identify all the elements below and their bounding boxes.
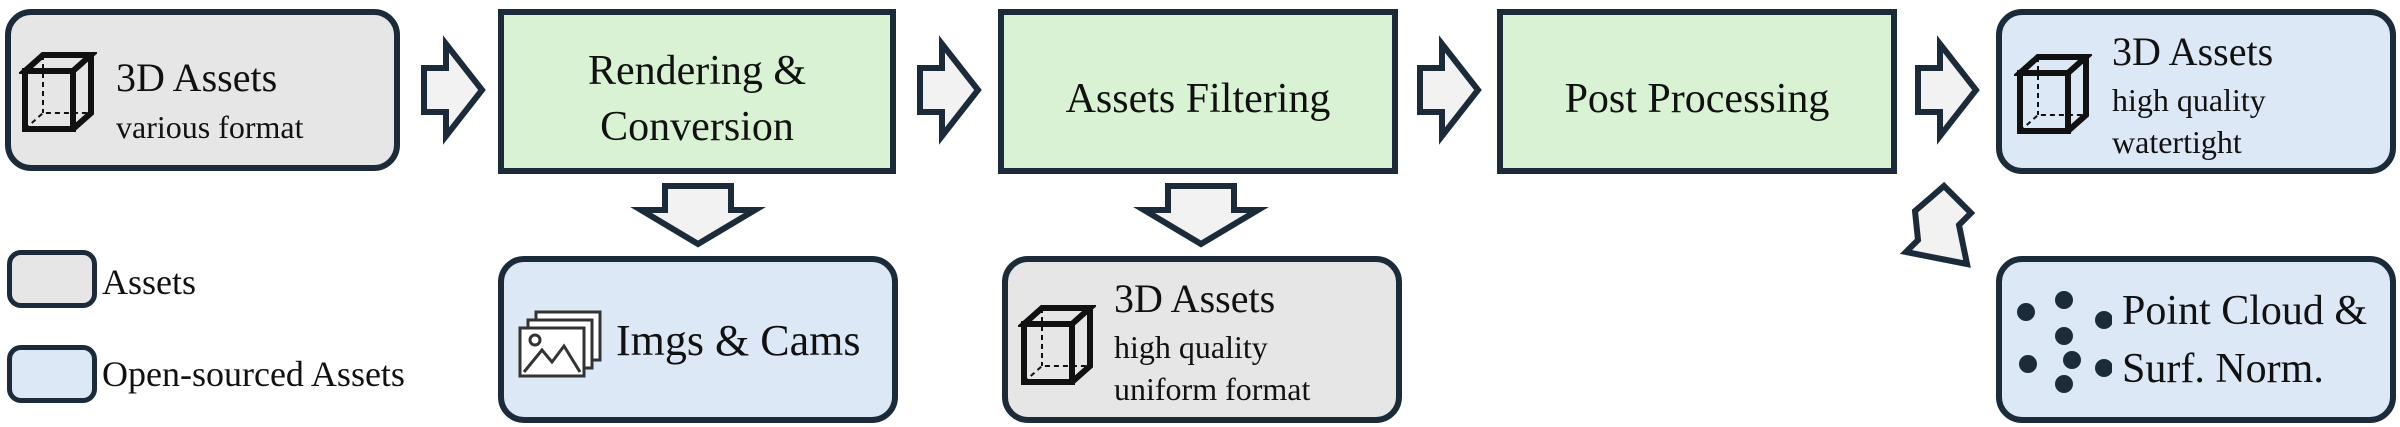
input-assets-box: 3D Assets various format [5, 9, 400, 171]
cube-icon [19, 52, 97, 132]
legend-assets-swatch [7, 250, 97, 308]
output-assets-subtitle-1: high quality [2112, 82, 2266, 118]
arrow-down-icon [630, 183, 766, 248]
point-cloud-box: Point Cloud & Surf. Norm. [1996, 256, 2396, 423]
arrow-right-icon [1915, 35, 1980, 145]
rendering-line2: Conversion [600, 104, 794, 150]
input-assets-subtitle: various format [116, 109, 304, 145]
assets-filtering-box: Assets Filtering [998, 9, 1398, 174]
arrow-right-icon [421, 35, 486, 145]
point-cloud-icon [2017, 291, 2112, 393]
filtered-assets-subtitle-1: high quality [1114, 329, 1268, 365]
output-assets-box: 3D Assets high quality watertight [1996, 9, 2396, 174]
filtered-assets-box: 3D Assets high quality uniform format [1002, 256, 1402, 423]
point-cloud-line2: Surf. Norm. [2122, 346, 2324, 392]
imgs-cams-box: Imgs & Cams [498, 256, 898, 423]
cube-icon [2014, 54, 2092, 134]
rendering-conversion-box: Rendering & Conversion [498, 9, 896, 174]
filtered-assets-subtitle-2: uniform format [1114, 371, 1311, 407]
images-icon [518, 310, 602, 378]
filtered-assets-title: 3D Assets [1114, 276, 1276, 321]
legend-assets-label: Assets [102, 262, 197, 302]
point-cloud-line1: Point Cloud & [2122, 288, 2368, 334]
rendering-line1: Rendering & [587, 48, 807, 94]
arrow-diagonal-icon [1899, 181, 1976, 268]
arrow-right-icon [1417, 35, 1482, 145]
post-processing-label: Post Processing [1564, 76, 1830, 122]
output-assets-title: 3D Assets [2112, 29, 2274, 74]
legend-open-sourced-swatch [7, 345, 97, 403]
arrow-down-icon [1133, 183, 1269, 248]
imgs-cams-label: Imgs & Cams [616, 316, 861, 365]
legend-open-sourced-label: Open-sourced Assets [102, 354, 405, 394]
arrow-right-icon [917, 35, 982, 145]
post-processing-box: Post Processing [1497, 9, 1897, 174]
cube-icon [1018, 305, 1096, 385]
output-assets-subtitle-2: watertight [2112, 124, 2242, 160]
input-assets-title: 3D Assets [116, 55, 278, 100]
assets-filtering-label: Assets Filtering [1065, 76, 1331, 122]
